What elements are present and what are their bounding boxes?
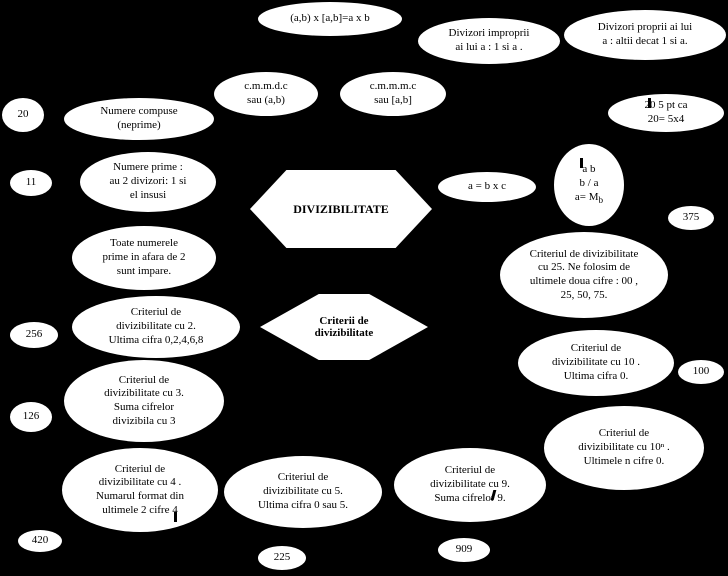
improper-divisors-node: Divizori improprii ai lui a : 1 si a . xyxy=(418,18,560,64)
primes-odd-text: Toate numerele prime in afara de 2 sunt … xyxy=(102,237,186,277)
lcm-node: c.m.m.m.c sau [a,b] xyxy=(340,72,446,116)
example-225: 225 xyxy=(258,546,306,570)
gcd-text: c.m.m.d.c sau (a,b) xyxy=(244,80,288,106)
example-11: 11 xyxy=(10,170,52,196)
example-420: 420 xyxy=(18,530,62,552)
divides-symbol xyxy=(580,158,583,168)
criteria-hub: Criterii de divizibilitate xyxy=(260,294,428,360)
divides-example-node: 20 5 pt ca 20= 5x4 xyxy=(608,94,724,132)
crit-9-node: Criteriul de divizibilitate cu 9. Suma c… xyxy=(394,448,546,522)
divides-symbol xyxy=(648,98,651,108)
crit-10-node: Criteriul de divizibilitate cu 10 . Ulti… xyxy=(518,330,674,396)
notation-main: a b b / a a= M xyxy=(574,163,599,203)
notation-subscript: b xyxy=(598,195,604,206)
example-20: 20 xyxy=(2,98,44,132)
example-256: 256 xyxy=(10,322,58,348)
connector-line xyxy=(661,226,673,235)
example-126: 126 xyxy=(10,402,52,432)
crit-9-text: Criteriul de divizibilitate cu 9. Suma c… xyxy=(430,464,510,504)
crit-4-text: Criteriul de divizibilitate cu 4 . Numar… xyxy=(96,462,184,516)
a-eq-bxc-node: a = b x c xyxy=(438,172,536,202)
criteria-hub-label: Criterii de divizibilitate xyxy=(314,315,374,339)
notation-text: a b b / a a= Mb xyxy=(575,163,603,206)
crit-5-text: Criteriul de divizibilitate cu 5. Ultima… xyxy=(257,471,349,511)
improper-divisors-text: Divizori improprii ai lui a : 1 si a . xyxy=(448,27,530,53)
example-909: 909 xyxy=(438,538,490,562)
formula-product-node: (a,b) x [a,b]=a x b xyxy=(258,2,402,36)
divides-symbol xyxy=(174,512,177,522)
hub-label: DIVIZIBILITATE xyxy=(293,201,389,216)
prime-numbers-node: Numere prime : au 2 divizori: 1 si el in… xyxy=(80,152,216,212)
notation-node: a b b / a a= Mb xyxy=(554,144,624,226)
crit-10n-text: Criteriul de divizibilitate cu 10ⁿ . Ult… xyxy=(578,427,670,467)
crit-2-text: Criteriul de divizibilitate cu 2. Ultima… xyxy=(108,306,204,346)
crit-3-node: Criteriul de divizibilitate cu 3. Suma c… xyxy=(64,360,224,442)
divizibilitate-hub: DIVIZIBILITATE xyxy=(250,170,432,248)
crit-25-text: Criteriul de divizibilitate cu 25. Ne fo… xyxy=(529,247,639,301)
primes-odd-node: Toate numerele prime in afara de 2 sunt … xyxy=(72,226,216,290)
crit-4-node: Criteriul de divizibilitate cu 4 . Numar… xyxy=(62,448,218,532)
crit-25-node: Criteriul de divizibilitate cu 25. Ne fo… xyxy=(500,232,668,318)
gcd-node: c.m.m.d.c sau (a,b) xyxy=(214,72,318,116)
lcm-text: c.m.m.m.c sau [a,b] xyxy=(369,80,417,106)
crit-5-node: Criteriul de divizibilitate cu 5. Ultima… xyxy=(224,456,382,528)
crit-2-node: Criteriul de divizibilitate cu 2. Ultima… xyxy=(72,296,240,358)
crit-10-text: Criteriul de divizibilitate cu 10 . Ulti… xyxy=(552,342,640,382)
example-375: 375 xyxy=(668,206,714,230)
proper-divisors-text: Divizori proprii ai lui a : altii decat … xyxy=(597,21,693,47)
a-eq-bxc-text: a = b x c xyxy=(468,180,506,193)
crit-10n-node: Criteriul de divizibilitate cu 10ⁿ . Ult… xyxy=(544,406,704,490)
formula-product-text: (a,b) x [a,b]=a x b xyxy=(290,12,370,25)
prime-numbers-text: Numere prime : au 2 divizori: 1 si el in… xyxy=(109,161,187,201)
crit-3-text: Criteriul de divizibilitate cu 3. Suma c… xyxy=(104,373,184,427)
proper-divisors-node: Divizori proprii ai lui a : altii decat … xyxy=(564,10,726,60)
composite-numbers-node: Numere compuse (neprime) xyxy=(64,98,214,140)
composite-numbers-text: Numere compuse (neprime) xyxy=(100,105,178,131)
example-100: 100 xyxy=(678,360,724,384)
